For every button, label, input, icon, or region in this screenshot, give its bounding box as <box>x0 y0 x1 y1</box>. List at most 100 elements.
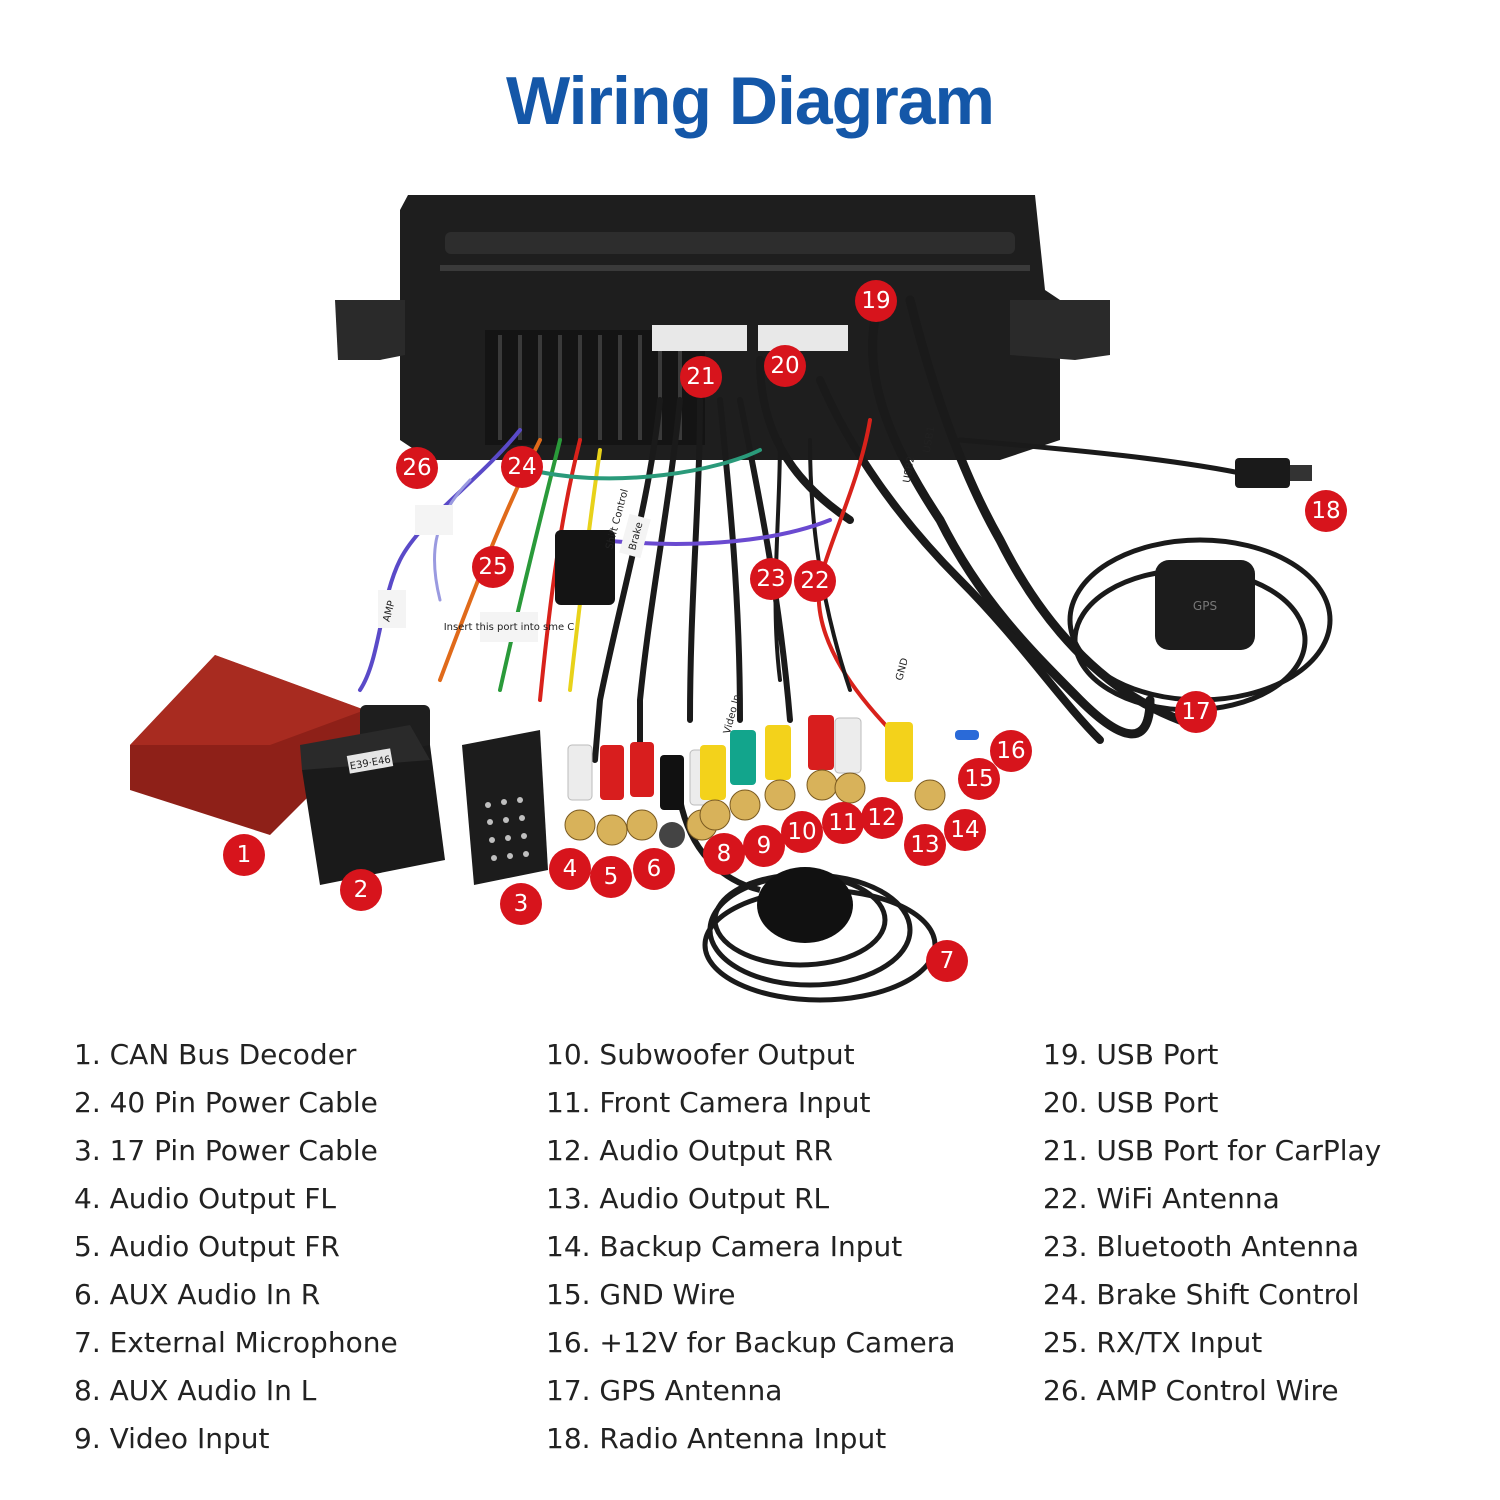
gps-puck-label: GPS <box>1193 599 1217 613</box>
svg-text:18: 18 <box>1311 498 1340 524</box>
badge-5: 5 <box>590 856 632 898</box>
badge-10: 10 <box>781 811 823 853</box>
legend-item: 1. CAN Bus Decoder <box>74 1038 357 1071</box>
svg-text:9: 9 <box>757 833 772 859</box>
connector-40-pin: E39·E46 <box>300 705 445 885</box>
badge-13: 13 <box>904 824 946 866</box>
svg-text:14: 14 <box>950 817 979 843</box>
badge-15: 15 <box>958 758 1000 800</box>
svg-text:8: 8 <box>717 841 732 867</box>
legend-item: 14. Backup Camera Input <box>546 1230 903 1263</box>
microphone-head <box>757 867 853 943</box>
rca-plug-12-rr <box>764 725 796 811</box>
badge-11: 11 <box>822 802 864 844</box>
svg-text:16: 16 <box>996 738 1025 764</box>
legend-item: 21. USB Port for CarPlay <box>1043 1134 1382 1167</box>
svg-text:20: 20 <box>770 353 799 379</box>
svg-text:1: 1 <box>237 842 252 868</box>
legend-item: 7. External Microphone <box>74 1326 398 1359</box>
legend-item: 12. Audio Output RR <box>546 1134 833 1167</box>
svg-text:21: 21 <box>686 364 715 390</box>
badges: 1 2 3 4 5 6 7 8 9 10 11 12 13 14 15 16 1… <box>223 280 1347 982</box>
badge-6: 6 <box>633 848 675 890</box>
svg-text:23: 23 <box>756 566 785 592</box>
legend-item: 15. GND Wire <box>546 1278 736 1311</box>
legend-item: 10. Subwoofer Output <box>546 1038 855 1071</box>
legend-item: 4. Audio Output FL <box>74 1182 336 1215</box>
badge-26: 26 <box>396 447 438 489</box>
svg-text:19: 19 <box>861 288 890 314</box>
head-unit-slot <box>440 265 1030 271</box>
connector-20-block <box>758 325 848 351</box>
badge-20: 20 <box>764 345 806 387</box>
legend-item: 8. AUX Audio In L <box>74 1374 317 1407</box>
badge-23: 23 <box>750 558 792 600</box>
svg-text:5: 5 <box>604 864 619 890</box>
badge-18: 18 <box>1305 490 1347 532</box>
legend-item: 26. AMP Control Wire <box>1043 1374 1339 1407</box>
legend-item: 9. Video Input <box>74 1422 270 1455</box>
badge-16: 16 <box>990 730 1032 772</box>
legend-item: 3. 17 Pin Power Cable <box>74 1134 378 1167</box>
rca-plug-10-sub <box>699 745 731 831</box>
legend-item: 13. Audio Output RL <box>546 1182 830 1215</box>
badge-1: 1 <box>223 834 265 876</box>
badge-25: 25 <box>472 546 514 588</box>
svg-text:26: 26 <box>402 455 431 481</box>
svg-text:22: 22 <box>800 568 829 594</box>
cable-bundle <box>358 295 1253 763</box>
tag-usb2: USB2 <box>902 455 918 483</box>
rca-plug-6-aux-r <box>626 742 658 841</box>
legend-item: 22. WiFi Antenna <box>1043 1182 1280 1215</box>
badge-14: 14 <box>944 809 986 851</box>
svg-text:17: 17 <box>1181 699 1210 725</box>
legend-item: 17. GPS Antenna <box>546 1374 783 1407</box>
rca-plug-5-fr <box>596 745 628 846</box>
svg-text:13: 13 <box>910 832 939 858</box>
svg-text:10: 10 <box>787 819 816 845</box>
legend-item: 24. Brake Shift Control <box>1043 1278 1360 1311</box>
svg-text:24: 24 <box>507 454 536 480</box>
badge-22: 22 <box>794 560 836 602</box>
badge-21: 21 <box>680 356 722 398</box>
page-title: Wiring Diagram <box>506 63 995 139</box>
rca-plug-11-front-cam <box>729 730 761 821</box>
svg-text:25: 25 <box>478 554 507 580</box>
badge-7: 7 <box>926 940 968 982</box>
svg-text:11: 11 <box>828 810 857 836</box>
mount-bracket-right <box>1010 300 1110 360</box>
gps-puck <box>1155 560 1255 650</box>
rca-plug-8-aux-l <box>659 755 685 848</box>
badge-4: 4 <box>549 848 591 890</box>
badge-9: 9 <box>743 825 785 867</box>
legend-item: 19. USB Port <box>1043 1038 1219 1071</box>
tag-gnd: GND <box>894 657 911 682</box>
connector-21-block <box>652 325 747 351</box>
rca-plug-13-rl <box>806 715 838 801</box>
legend-item: 25. RX/TX Input <box>1043 1326 1263 1359</box>
head-unit-top-ridge <box>445 232 1015 254</box>
badge-2: 2 <box>340 869 382 911</box>
svg-text:7: 7 <box>940 948 955 974</box>
radio-antenna-plug <box>1235 458 1312 488</box>
legend-column-2: 10. Subwoofer Output 11. Front Camera In… <box>546 1031 955 1463</box>
tag-insert-note: Insert this port into sme C <box>444 622 575 633</box>
legend-item: 16. +12V for Backup Camera <box>546 1326 956 1359</box>
rca-plug-14-backup-cam <box>834 717 866 804</box>
legend-item: 6. AUX Audio In R <box>74 1278 321 1311</box>
svg-text:6: 6 <box>647 856 662 882</box>
mount-bracket-left <box>335 300 405 360</box>
legend-item: 23. Bluetooth Antenna <box>1043 1230 1360 1263</box>
legend-column-3: 19. USB Port 20. USB Port 21. USB Port f… <box>1043 1031 1381 1415</box>
badge-12: 12 <box>861 797 903 839</box>
relay-box <box>555 530 615 605</box>
legend-item: 2. 40 Pin Power Cable <box>74 1086 378 1119</box>
badge-3: 3 <box>500 883 542 925</box>
badge-8: 8 <box>703 833 745 875</box>
legend-item: 20. USB Port <box>1043 1086 1219 1119</box>
svg-text:3: 3 <box>514 891 529 917</box>
legend-item: 11. Front Camera Input <box>546 1086 871 1119</box>
rca-plug-4-fl <box>564 744 596 841</box>
legend-item: 18. Radio Antenna Input <box>546 1422 887 1455</box>
